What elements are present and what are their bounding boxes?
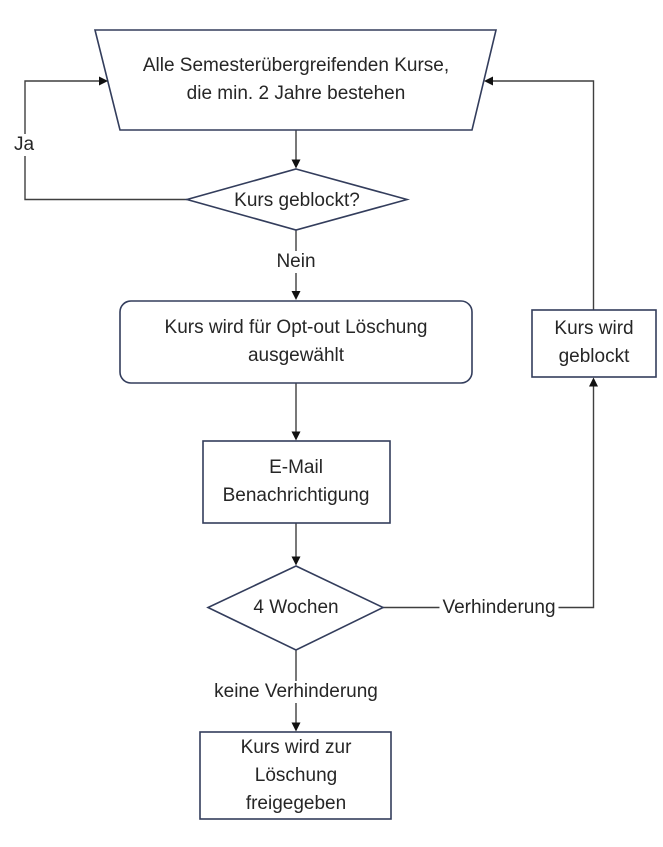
edge-label-no-prevention: keine Verhinderung bbox=[211, 681, 381, 703]
arrowhead-left-into-source bbox=[484, 76, 493, 86]
node-email-label: E-Mail Benachrichtigung bbox=[222, 457, 370, 506]
edge-label-prevention: Verhinderung bbox=[439, 597, 559, 619]
arrowhead-down-into-check bbox=[291, 159, 301, 169]
diamond-blocked-check-shape bbox=[184, 168, 411, 231]
node-shapes bbox=[93, 29, 657, 820]
arrowhead-down-into-released bbox=[291, 722, 301, 732]
rounded-rect-optout-shape bbox=[119, 300, 473, 384]
node-four-weeks-label: 4 Wochen bbox=[253, 597, 339, 618]
arrowhead-down-into-fourweeks bbox=[291, 556, 301, 566]
node-optout-label: Kurs wird für Opt-out Löschung ausgewähl… bbox=[164, 317, 428, 366]
rect-email-shape bbox=[202, 440, 391, 524]
arrowhead-right-into-source bbox=[99, 76, 108, 86]
node-source-label: Alle Semesterübergreifenden Kurse, die m… bbox=[142, 55, 450, 104]
arrowhead-down-into-email bbox=[291, 431, 301, 441]
arrowheads bbox=[99, 76, 598, 732]
edge-label-no: Nein bbox=[273, 251, 319, 273]
arrowhead-up-into-blocked bbox=[589, 377, 598, 387]
diamond-four-weeks-shape bbox=[206, 565, 385, 651]
node-blocked-label: Kurs wird geblockt bbox=[554, 318, 634, 367]
rect-blocked-shape bbox=[531, 309, 657, 378]
edge-label-yes: Ja bbox=[10, 134, 38, 156]
rect-released-shape bbox=[199, 731, 392, 820]
edge-fourweeks-to-blocked bbox=[383, 386, 595, 609]
node-released-label: Kurs wird zur Löschung freigegeben bbox=[240, 737, 352, 814]
arrowhead-down-into-optout bbox=[291, 291, 301, 300]
edge-blocked-to-source bbox=[490, 80, 595, 310]
node-blocked-check-label: Kurs geblockt? bbox=[234, 190, 360, 211]
trapezoid-source-shape bbox=[93, 29, 498, 131]
